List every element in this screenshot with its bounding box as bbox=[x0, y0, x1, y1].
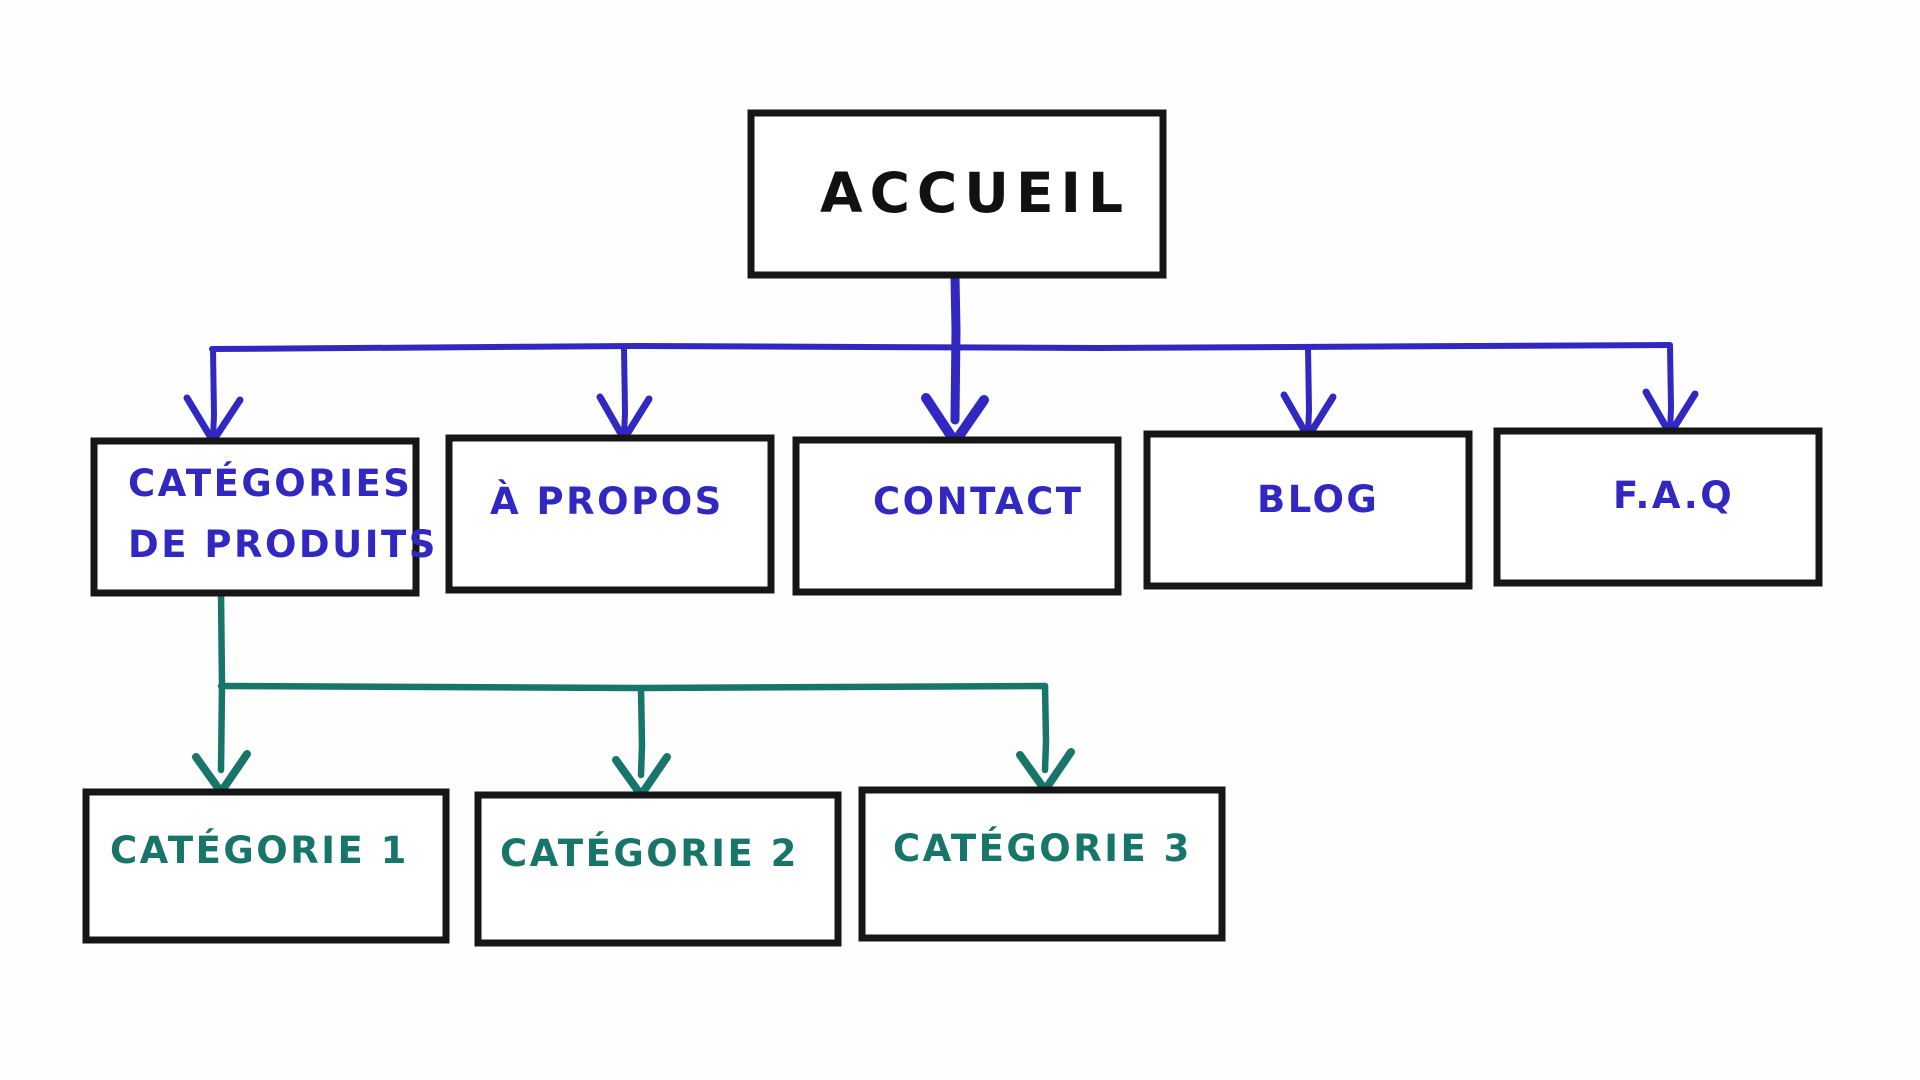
connector-to-faq bbox=[1667, 343, 1674, 435]
node-contact-label: CONTACT bbox=[873, 480, 1083, 523]
node-a-propos-box[interactable] bbox=[445, 434, 775, 594]
node-categorie-2-label: CATÉGORIE 2 bbox=[500, 831, 799, 875]
categories-trunk-connector bbox=[217, 589, 226, 774]
node-faq-box[interactable] bbox=[1493, 427, 1823, 587]
node-categorie-2-box[interactable] bbox=[474, 791, 842, 947]
node-faq-label: F.A.Q bbox=[1613, 474, 1734, 517]
node-faq[interactable]: F.A.Q bbox=[1493, 427, 1823, 587]
connector-to-categorie-2 bbox=[637, 684, 646, 779]
node-a-propos-label: À PROPOS bbox=[490, 479, 724, 523]
level1-connectors bbox=[183, 272, 1699, 447]
root-stem-connector bbox=[950, 272, 961, 425]
node-accueil-box[interactable] bbox=[747, 109, 1167, 279]
node-accueil[interactable]: ACCUEIL bbox=[747, 109, 1167, 279]
level2-bus-connector bbox=[217, 682, 1049, 692]
connector-to-categorie-3 bbox=[1041, 682, 1050, 774]
node-categorie-2[interactable]: CATÉGORIE 2 bbox=[474, 791, 842, 947]
node-contact-box[interactable] bbox=[792, 436, 1122, 596]
node-categorie-3-box[interactable] bbox=[858, 786, 1226, 942]
connector-to-a-propos bbox=[621, 344, 628, 440]
level2-connectors bbox=[192, 589, 1075, 799]
connector-to-blog bbox=[1305, 344, 1312, 438]
node-categories-de-produits-box[interactable] bbox=[90, 437, 420, 597]
node-blog-box[interactable] bbox=[1143, 430, 1473, 590]
node-contact[interactable]: CONTACT bbox=[792, 436, 1122, 596]
node-categories-de-produits[interactable]: CATÉGORIES DE PRODUITS bbox=[90, 437, 438, 597]
node-categories-de-produits-label-line1: CATÉGORIES bbox=[128, 461, 412, 505]
node-blog-label: BLOG bbox=[1257, 478, 1379, 521]
node-categorie-3[interactable]: CATÉGORIE 3 bbox=[858, 786, 1226, 942]
level1-bus-connector bbox=[209, 342, 1673, 352]
node-categorie-3-label: CATÉGORIE 3 bbox=[893, 826, 1192, 870]
node-categorie-1-box[interactable] bbox=[82, 788, 450, 944]
node-categories-de-produits-label-line2: DE PRODUITS bbox=[128, 523, 438, 566]
node-categorie-1[interactable]: CATÉGORIE 1 bbox=[82, 788, 450, 944]
node-a-propos[interactable]: À PROPOS bbox=[445, 434, 775, 594]
node-accueil-label: ACCUEIL bbox=[820, 161, 1130, 225]
node-blog[interactable]: BLOG bbox=[1143, 430, 1473, 590]
connector-to-categories bbox=[210, 346, 217, 441]
node-categorie-1-label: CATÉGORIE 1 bbox=[110, 828, 409, 872]
